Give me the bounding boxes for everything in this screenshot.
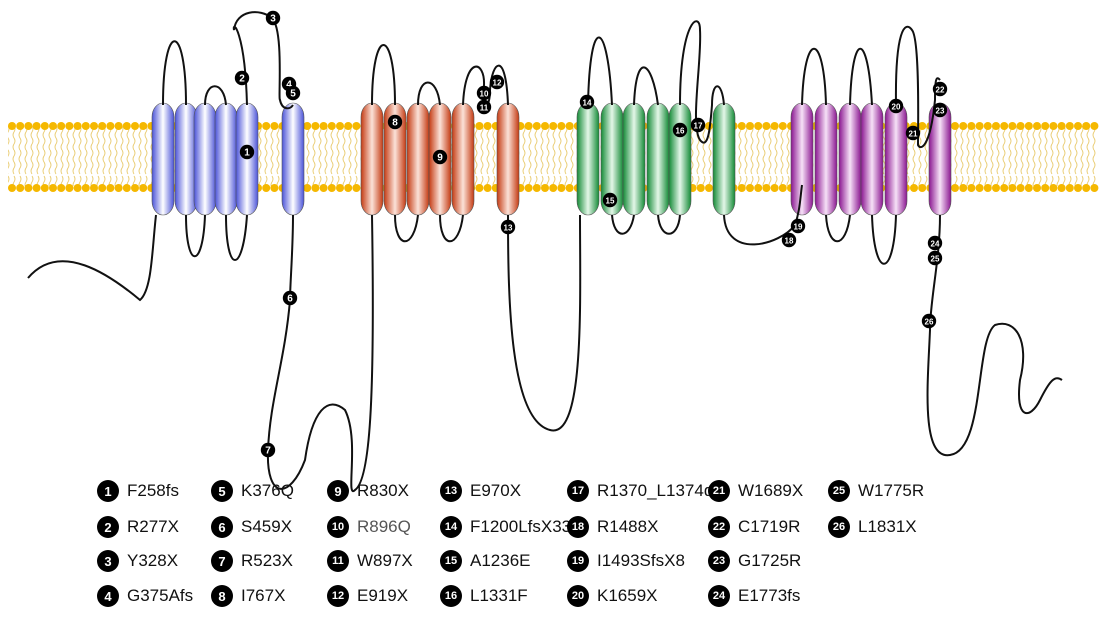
legend-item: 26 L1831X (828, 515, 917, 539)
legend-marker: 14 (440, 516, 462, 538)
legend-marker: 5 (211, 480, 233, 502)
legend-label: L1331F (470, 586, 528, 606)
legend-marker: 21 (708, 480, 730, 502)
legend-item: 11 W897X (327, 549, 413, 573)
legend-marker: 4 (97, 585, 119, 607)
legend-item: 17R1370_L1374del (567, 479, 727, 503)
legend-marker: 8 (211, 585, 233, 607)
legend-item: 5 K376Q (211, 479, 294, 503)
legend-item: 10 R896Q (327, 515, 411, 539)
legend-marker: 6 (211, 516, 233, 538)
legend-label: I767X (241, 586, 285, 606)
legend-label: F258fs (127, 481, 179, 501)
legend-item: 13 E970X (440, 479, 521, 503)
legend-item: 22 C1719R (708, 515, 800, 539)
legend-marker: 3 (97, 550, 119, 572)
legend-marker: 15 (440, 550, 462, 572)
legend-label: Y328X (127, 551, 178, 571)
legend-item: 1 F258fs (97, 479, 179, 503)
legend-item: 3 Y328X (97, 549, 178, 573)
legend-marker: 11 (327, 550, 349, 572)
legend-label: K1659X (597, 586, 658, 606)
legend-marker: 23 (708, 550, 730, 572)
legend-marker: 7 (211, 550, 233, 572)
legend-label: L1831X (858, 517, 917, 537)
legend-label: W1689X (738, 481, 803, 501)
legend-item: 20 K1659X (567, 584, 658, 608)
legend-item: 12 E919X (327, 584, 408, 608)
legend-marker: 22 (708, 516, 730, 538)
legend-marker: 24 (708, 585, 730, 607)
legend-label: S459X (241, 517, 292, 537)
legend-label: W897X (357, 551, 413, 571)
legend-label: G1725R (738, 551, 801, 571)
legend-label: E919X (357, 586, 408, 606)
legend-item: 18 R1488X (567, 515, 658, 539)
legend-marker: 1 (97, 480, 119, 502)
legend-item: 25 W1775R (828, 479, 924, 503)
legend-label: I1493SfsX8 (597, 551, 685, 571)
legend-item: 4 G375Afs (97, 584, 193, 608)
legend-marker: 26 (828, 516, 850, 538)
legend-marker: 18 (567, 516, 589, 538)
legend-label: E1773fs (738, 586, 800, 606)
legend-label: F1200LfsX33 (470, 517, 571, 537)
legend-item: 19 I1493SfsX8 (567, 549, 685, 573)
legend-item: 16 L1331F (440, 584, 528, 608)
legend-label: R896Q (357, 517, 411, 537)
legend-marker: 9 (327, 480, 349, 502)
legend-label: C1719R (738, 517, 800, 537)
legend-marker: 25 (828, 480, 850, 502)
legend-marker: 17 (567, 480, 589, 502)
legend-label: G375Afs (127, 586, 193, 606)
legend-item: 9 R830X (327, 479, 409, 503)
legend-marker: 10 (327, 516, 349, 538)
legend-label: A1236E (470, 551, 531, 571)
legend-label: E970X (470, 481, 521, 501)
legend-marker: 12 (327, 585, 349, 607)
legend-item: 8 I767X (211, 584, 285, 608)
legend-label: W1775R (858, 481, 924, 501)
legend-marker: 16 (440, 585, 462, 607)
legend-item: 21 W1689X (708, 479, 803, 503)
legend-marker: 19 (567, 550, 589, 572)
legend-item: 7 R523X (211, 549, 293, 573)
legend-item: 23 G1725R (708, 549, 801, 573)
legend-marker: 20 (567, 585, 589, 607)
legend-item: 24 E1773fs (708, 584, 800, 608)
legend-label: R1488X (597, 517, 658, 537)
legend-item: 14 F1200LfsX33 (440, 515, 571, 539)
legend-label: R277X (127, 517, 179, 537)
legend-label: R830X (357, 481, 409, 501)
legend-marker: 13 (440, 480, 462, 502)
legend-item: 6 S459X (211, 515, 292, 539)
legend-label: K376Q (241, 481, 294, 501)
legend-item: 2 R277X (97, 515, 179, 539)
legend-item: 15 A1236E (440, 549, 531, 573)
legend-marker: 2 (97, 516, 119, 538)
legend-label: R523X (241, 551, 293, 571)
